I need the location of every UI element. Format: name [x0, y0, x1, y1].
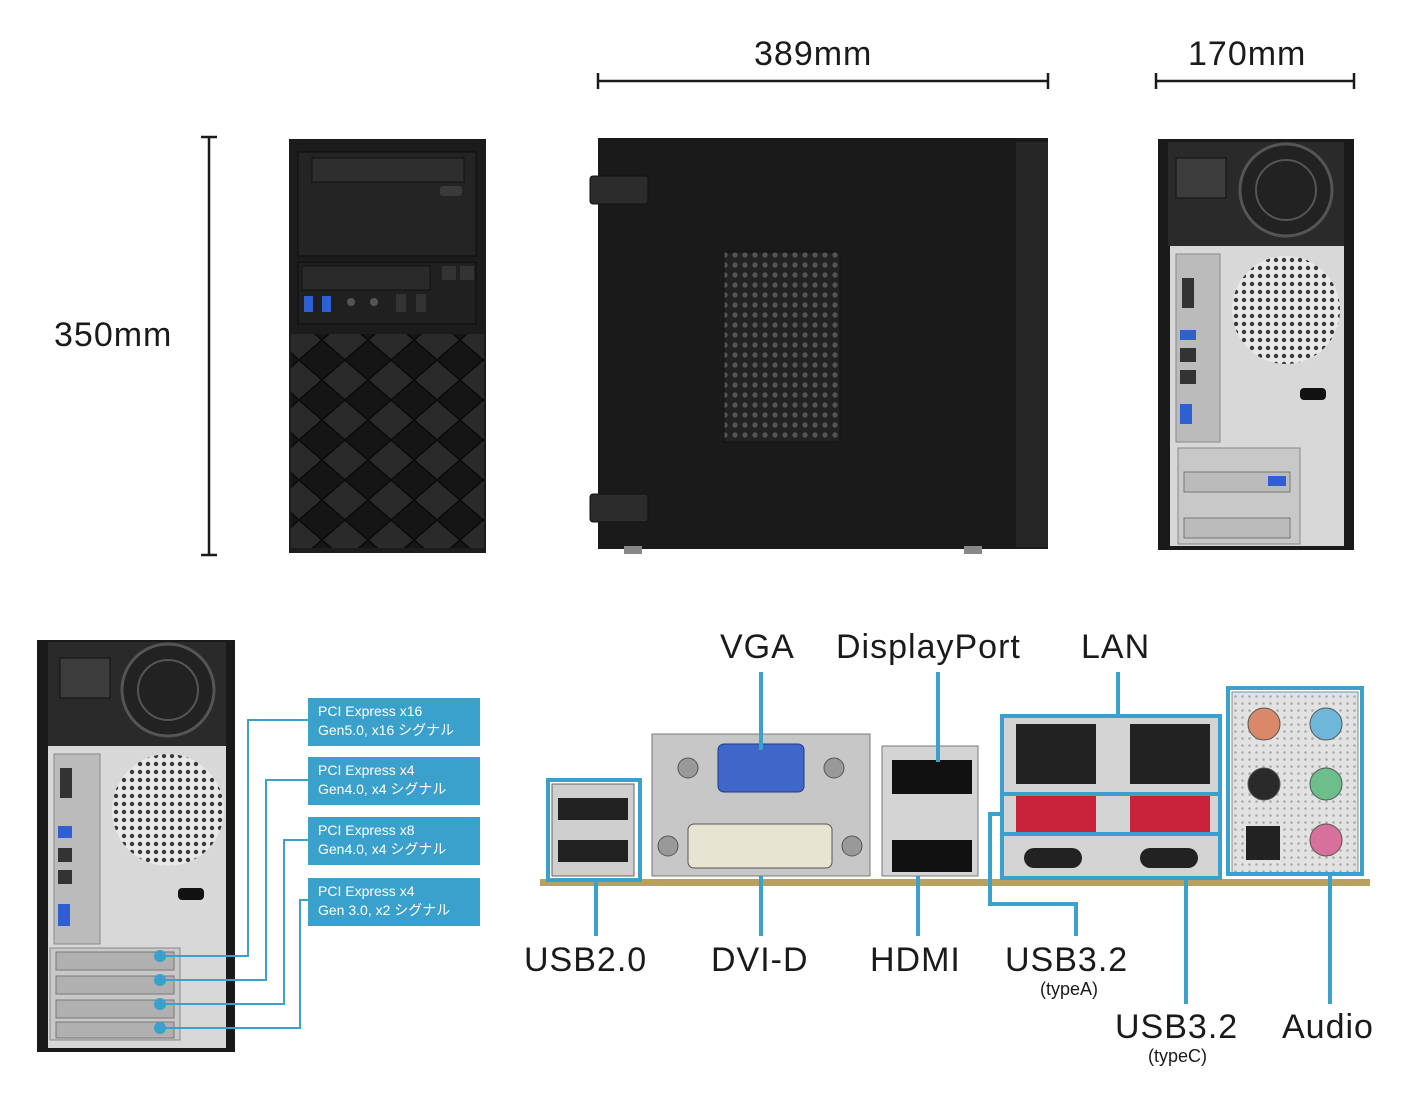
pci-slot-3-line2: Gen4.0, x4 シグナル: [318, 841, 447, 857]
usb32-typea-sublabel: (typeA): [1040, 979, 1099, 999]
pci-slot-2-box: PCI Express x4 Gen4.0, x4 シグナル: [308, 757, 480, 805]
pci-slot-1-box: PCI Express x16 Gen5.0, x16 シグナル: [308, 698, 480, 746]
usb2-label: USB2.0: [524, 941, 648, 979]
pci-slot-2-line2: Gen4.0, x4 シグナル: [318, 781, 447, 797]
audio-label: Audio: [1282, 1008, 1374, 1046]
front-view-case: [289, 139, 486, 553]
pci-slot-3-box: PCI Express x8 Gen4.0, x4 シグナル: [308, 817, 480, 865]
pci-slot-1-line2: Gen5.0, x16 シグナル: [318, 722, 455, 738]
depth-label: 389mm: [754, 35, 873, 73]
io-callout-lines: [546, 672, 1364, 1004]
pci-slot-markers: [154, 950, 166, 1034]
usb32-typec-sublabel: (typeC): [1148, 1046, 1208, 1066]
height-dimension-line: [201, 135, 217, 557]
dvid-label: DVI-D: [711, 941, 809, 979]
vga-label: VGA: [720, 628, 795, 666]
io-panel: [540, 691, 1370, 886]
usb32-typea-label: USB3.2: [1005, 941, 1129, 979]
pci-slot-1-line1: PCI Express x16: [318, 703, 423, 719]
hdmi-label: HDMI: [870, 941, 961, 979]
rear-view-case: [1158, 139, 1354, 550]
pci-slot-4-line1: PCI Express x4: [318, 883, 415, 899]
pci-slot-4-box: PCI Express x4 Gen 3.0, x2 シグナル: [308, 878, 480, 926]
pci-slot-3-line1: PCI Express x8: [318, 822, 415, 838]
depth-dimension-line: [596, 73, 1050, 89]
usb32-typec-label: USB3.2: [1115, 1008, 1239, 1046]
lan-label: LAN: [1081, 628, 1151, 666]
height-label: 350mm: [54, 316, 173, 354]
side-view-case: [589, 138, 1048, 554]
pci-leader-lines: [160, 719, 308, 1029]
width-dimension-line: [1154, 73, 1356, 89]
rear-view-case-pci: [37, 640, 235, 1052]
pci-slot-2-line1: PCI Express x4: [318, 762, 415, 778]
displayport-label: DisplayPort: [836, 628, 1021, 666]
pci-slot-4-line2: Gen 3.0, x2 シグナル: [318, 902, 451, 918]
width-label: 170mm: [1188, 35, 1307, 73]
